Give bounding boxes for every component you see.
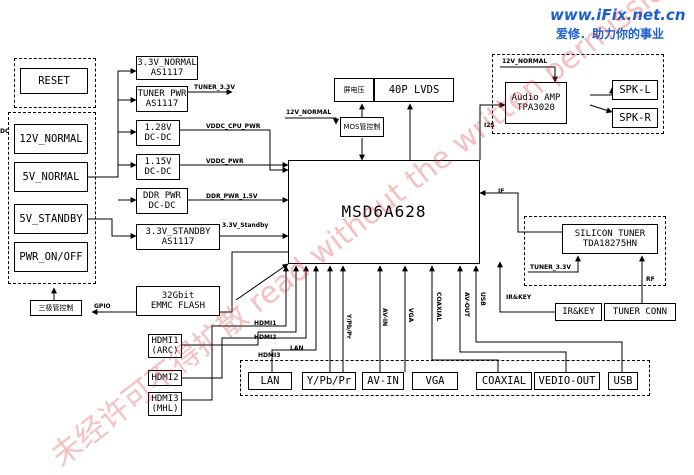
hdmi1-block: HDMI1 (ARC): [148, 334, 182, 358]
12v-normal-block: 12V_NORMAL: [14, 124, 88, 154]
vga-connector: VGA: [412, 372, 458, 390]
hdmi2-block: HDMI2: [148, 370, 182, 386]
coaxial-connector: COAXIAL: [476, 372, 532, 390]
ypbpr-connector: Y/Pb/Pr: [302, 372, 356, 390]
5v-normal-block: 5V_NORMAL: [14, 162, 88, 192]
brand-slogan: 爱修．助力你的事业: [556, 27, 665, 41]
power-input-group: [8, 112, 96, 284]
if-label: IF: [498, 188, 505, 195]
av-in-label: AV-IN: [381, 308, 388, 327]
rf-label: RF: [646, 276, 655, 283]
ldo-33v-standby-block: 3.3V_STANDBY AS1117: [136, 224, 220, 250]
i2s-label: I2S: [484, 122, 495, 129]
usb-connector: USB: [608, 372, 638, 390]
dc-edge-label: DC: [0, 128, 10, 135]
audio-amp-block: Audio AMP TPA3020: [505, 82, 567, 124]
connector-group: [240, 360, 650, 396]
ypbpr-label: Y/Pb/Pr: [345, 314, 352, 339]
tuner-group: [524, 216, 666, 286]
vddc-label: VDDC_PWR: [206, 158, 244, 165]
hdmi3-label: HDMI3: [258, 352, 281, 359]
amp-12v-label: 12V_NORMAL: [502, 58, 548, 65]
mos-control-block: MOS管控制: [340, 117, 384, 137]
lvds-40p-block: 40P LVDS: [374, 78, 454, 102]
vga-label: VGA: [407, 308, 414, 323]
reset-block: RESET: [20, 68, 88, 94]
pwr-onoff-block: PWR_ON/OFF: [14, 242, 88, 272]
hdmi2-label: HDMI2: [254, 334, 277, 341]
lan-connector: LAN: [248, 372, 292, 390]
usb-label: USB: [479, 292, 486, 306]
ddr-pwr-label: DDR_PWR_1.5V: [206, 193, 258, 200]
3v3-standby-label: 3.3V_Standby: [222, 222, 269, 229]
spk-l-block: SPK-L: [612, 80, 658, 100]
hdmi1-label: HDMI1: [254, 320, 277, 327]
av-out-label: AV-OUT: [463, 292, 470, 317]
reset-group: [14, 58, 96, 108]
hdmi3-block: HDMI3 (MHL): [148, 392, 182, 416]
av-in-connector: AV-IN: [362, 372, 404, 390]
tuner-pwr-block: TUNER PWR AS1117: [136, 86, 188, 112]
dcdc-115v-block: 1.15V DC-DC: [136, 154, 180, 180]
dcdc-128v-block: 1.28V DC-DC: [136, 120, 180, 146]
brand-site: www.iFix.net.cn: [550, 6, 686, 24]
block-diagram-wiring: [51, 66, 645, 401]
audio-group: [492, 54, 664, 134]
tuner-3v3-label: TUNER_3.3V: [194, 84, 235, 91]
tuner-3v3-b-label: TUNER_3.3V: [530, 264, 571, 271]
transistor-control-block: 三极管控制: [30, 300, 82, 316]
vddc-cpu-label: VDDC_CPU_PWR: [206, 123, 261, 130]
video-out-connector: VEDIO-OUT: [534, 372, 600, 390]
ir-key-block: IR&KEY: [555, 303, 602, 321]
ddr-pwr-block: DDR PWR DC-DC: [136, 188, 188, 214]
5v-standby-block: 5V_STANDBY: [14, 204, 88, 234]
soc-msd6a628: MSD6A628: [288, 160, 480, 264]
spk-r-block: SPK-R: [612, 108, 658, 128]
ldo-33v-block: 3.3V_NORMAL AS1117: [136, 56, 198, 80]
ir-key-label: IR&KEY: [506, 294, 532, 301]
gpio-label: GPIO: [94, 303, 111, 310]
lan-label: LAN: [290, 345, 304, 352]
tuner-connector-block: TUNER CONN: [604, 303, 676, 321]
screen-voltage-block: 屏电压: [334, 78, 374, 102]
coaxial-label: COAXIAL: [435, 292, 442, 322]
12v-normal-label: 12V_NORMAL: [286, 109, 332, 116]
silicon-tuner-block: SILICON TUNER TDA18275HN: [562, 224, 658, 254]
emmc-flash-block: 32Gbit EMMC FLASH: [136, 286, 220, 316]
